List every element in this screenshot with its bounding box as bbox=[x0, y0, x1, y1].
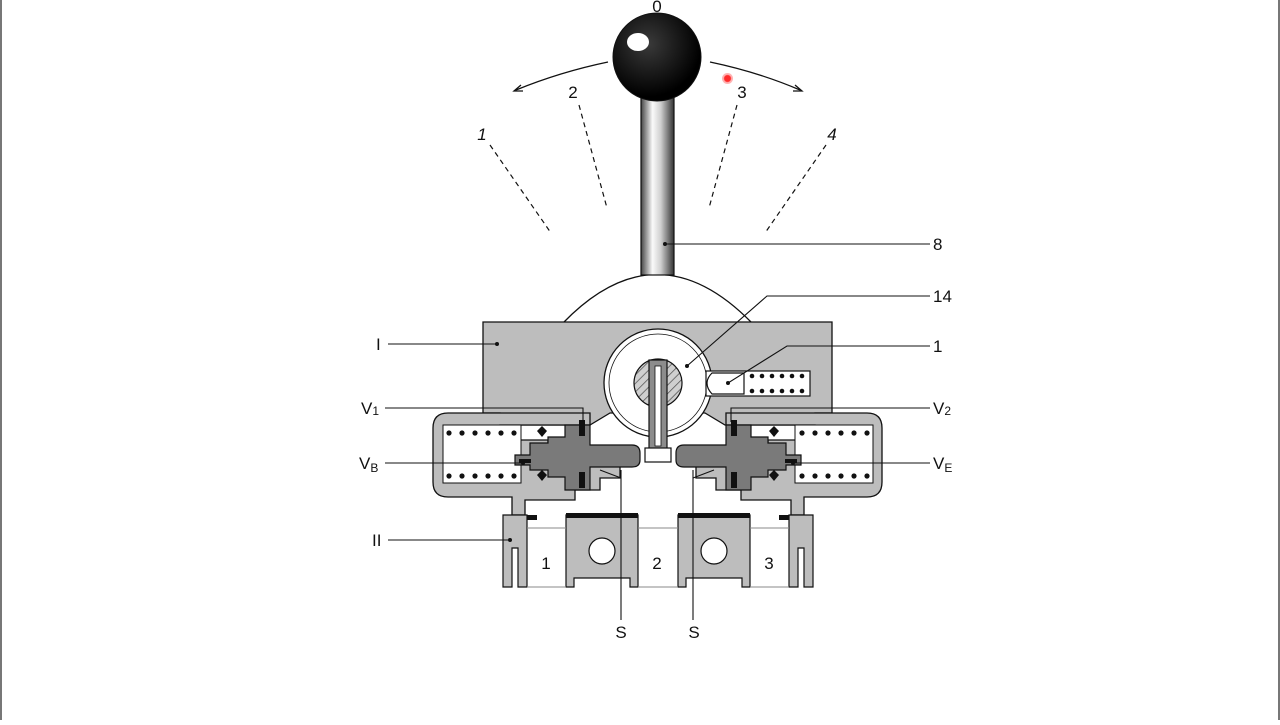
position-label-2: 2 bbox=[568, 83, 577, 102]
callout-VE: VE bbox=[933, 454, 952, 475]
position-label-4: 4 bbox=[827, 125, 836, 144]
lower-housing bbox=[502, 513, 814, 588]
arc-right bbox=[709, 61, 801, 91]
position-line-4 bbox=[764, 144, 827, 234]
callout-14: 14 bbox=[933, 287, 952, 306]
callout-S-right: S bbox=[688, 623, 699, 642]
leader-S-right-tip bbox=[692, 469, 715, 479]
port-label-2: 2 bbox=[652, 554, 661, 573]
pointer-indicator bbox=[722, 73, 733, 84]
leader-14 bbox=[686, 295, 930, 367]
swing-arrows bbox=[512, 61, 804, 92]
right-spring-bore bbox=[794, 424, 874, 484]
lever-knob bbox=[612, 12, 702, 102]
leader-S-left-tip bbox=[599, 469, 622, 479]
left-valve-spool bbox=[514, 420, 641, 491]
pivot-stem-foot bbox=[644, 447, 672, 463]
pivot-stem-slot bbox=[654, 365, 662, 447]
detent-spring bbox=[749, 373, 805, 394]
leader-dots bbox=[495, 242, 795, 542]
arc-left bbox=[515, 61, 609, 91]
callout-S-left: S bbox=[615, 623, 626, 642]
arc-left-arrowhead bbox=[512, 84, 523, 92]
callout-V1: V1 bbox=[361, 399, 379, 418]
position-line-2 bbox=[578, 104, 608, 209]
leader-V1 bbox=[385, 407, 584, 422]
callout-II: II bbox=[372, 531, 381, 550]
leader-V2 bbox=[730, 407, 930, 422]
position-line-3 bbox=[708, 104, 738, 209]
callout-I: I bbox=[376, 335, 381, 354]
callout-V2: V2 bbox=[933, 399, 951, 418]
right-window-edge bbox=[1278, 0, 1280, 720]
port-label-1: 1 bbox=[541, 554, 550, 573]
position-label-3: 3 bbox=[737, 83, 746, 102]
lever-rod bbox=[640, 79, 675, 276]
left-window-edge bbox=[0, 0, 2, 720]
position-label-1: 1 bbox=[477, 125, 486, 144]
callout-1: 1 bbox=[933, 337, 942, 356]
right-spring bbox=[799, 430, 870, 479]
arc-right-arrowhead bbox=[793, 84, 804, 92]
position-line-1 bbox=[489, 144, 552, 234]
position-label-0: 0 bbox=[652, 0, 661, 16]
knob-highlight bbox=[627, 33, 649, 51]
port-label-3: 3 bbox=[764, 554, 773, 573]
callout-VB: VB bbox=[359, 454, 378, 475]
left-spring bbox=[446, 430, 517, 479]
pivot-dome bbox=[561, 273, 754, 324]
right-valve-spool bbox=[675, 420, 802, 491]
leader-1 bbox=[727, 345, 930, 384]
callout-8: 8 bbox=[933, 235, 942, 254]
left-spring-bore bbox=[442, 424, 522, 484]
leader-lines bbox=[385, 243, 930, 620]
